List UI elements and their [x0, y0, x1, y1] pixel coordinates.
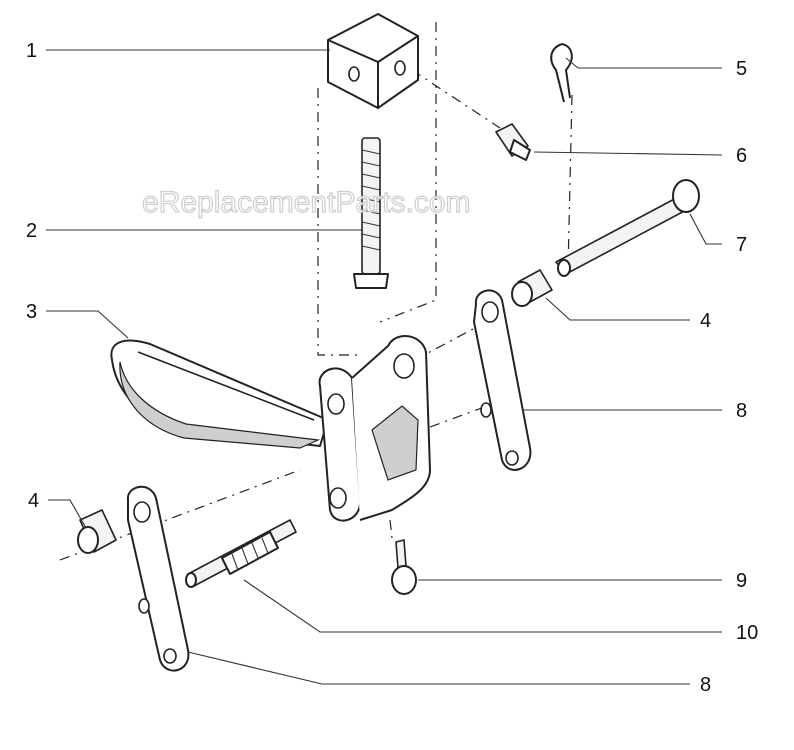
part-2-threaded-stud: [353, 137, 389, 289]
callout-8-right: 8: [736, 400, 747, 422]
part-1-block: [327, 13, 419, 109]
part-10-shaft: [185, 519, 297, 588]
callout-4-lower: 4: [28, 490, 39, 512]
part-4-bushing-upper: [511, 269, 553, 307]
callout-5: 5: [736, 58, 747, 80]
part-8-link-plate-right: [473, 289, 532, 471]
callout-8-left: 8: [700, 674, 711, 696]
callout-1: 1: [26, 40, 37, 62]
leader-lines: [46, 49, 723, 685]
callout-6: 6: [736, 145, 747, 167]
callout-2: 2: [26, 220, 37, 242]
part-3-pedal-bracket: [110, 335, 431, 522]
part-8-link-plate-left: [126, 486, 190, 672]
part-7-clevis-pin: [555, 179, 700, 277]
callout-7: 7: [736, 234, 747, 256]
part-9-grease-fitting: [391, 539, 417, 595]
watermark-text: eReplacementParts.com: [142, 186, 470, 219]
part-4-bushing-lower: [77, 509, 117, 554]
callout-3: 3: [26, 301, 37, 323]
callout-9: 9: [736, 570, 747, 592]
part-6-grease-fitting: [495, 123, 531, 161]
callout-4-upper: 4: [700, 310, 711, 332]
part-5-cotter-pin: [550, 43, 573, 103]
callout-10: 10: [736, 622, 758, 644]
callout-labels: 1 2 3 4 4 5 6 7 8 8 9 10: [26, 40, 758, 696]
